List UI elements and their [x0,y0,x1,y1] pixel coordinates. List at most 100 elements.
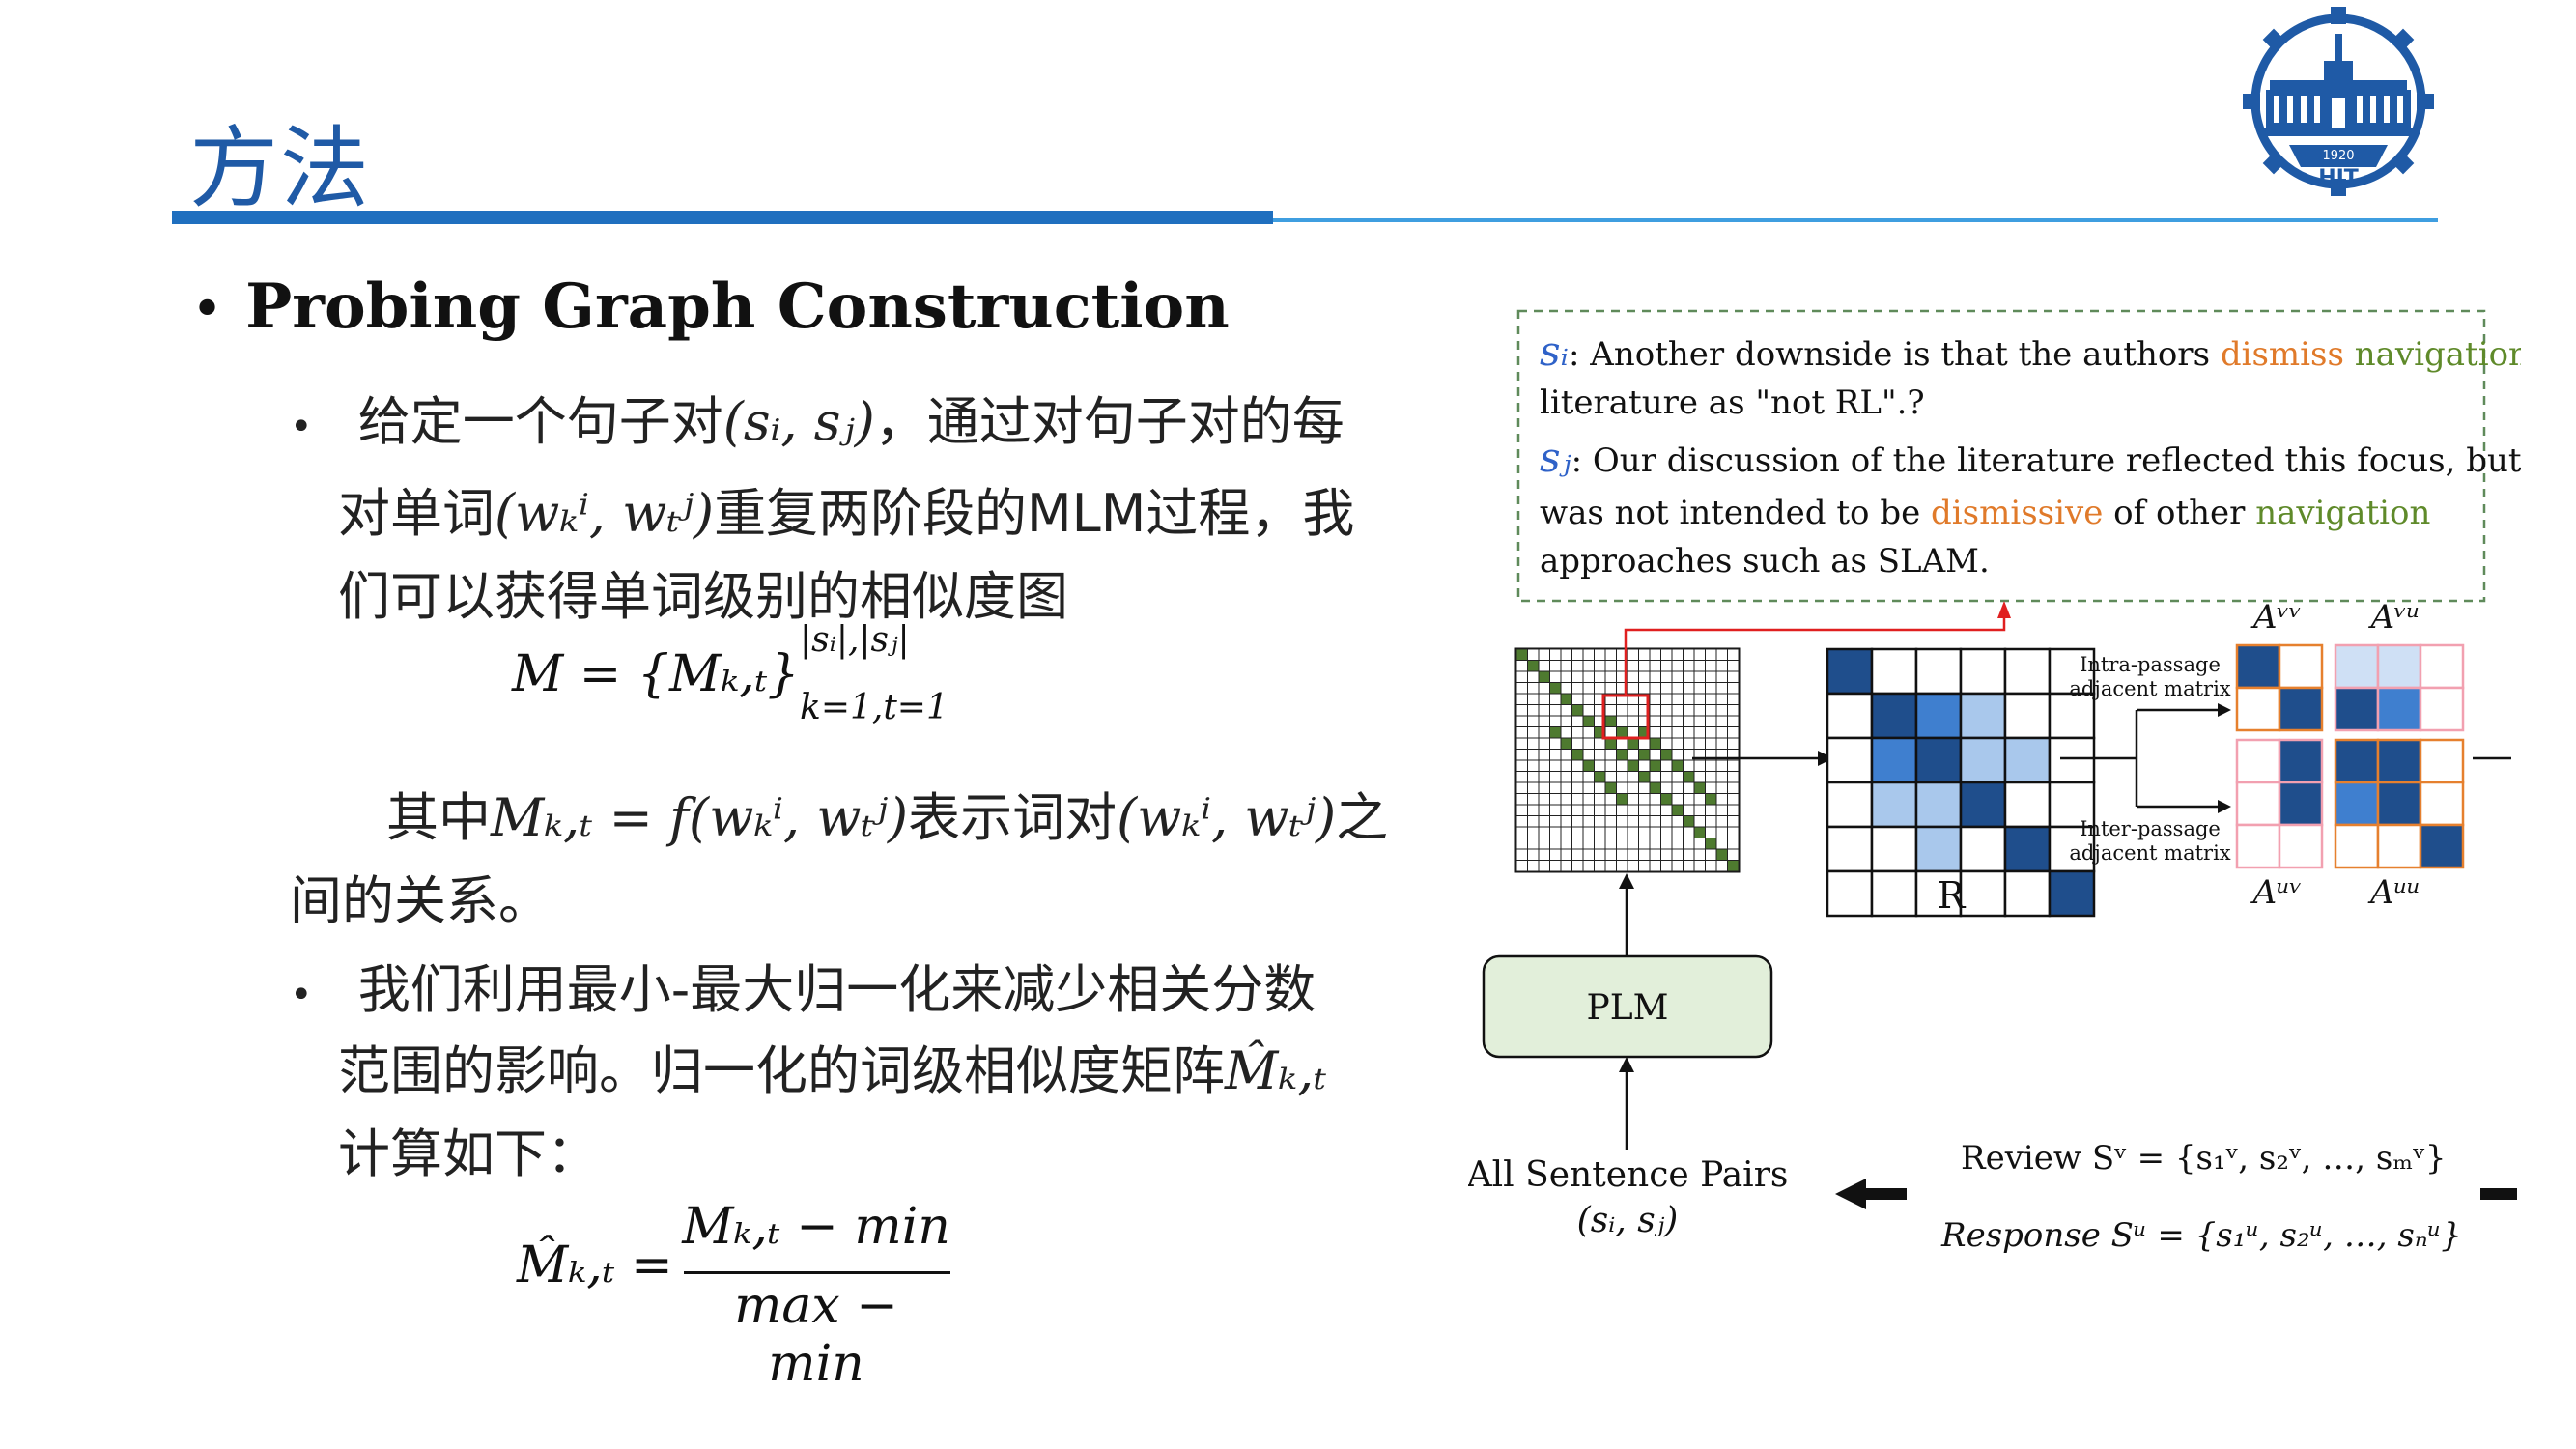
word-grid-cell [1649,693,1661,705]
word-grid-cell [1627,704,1639,717]
word-grid-cell [1671,704,1684,717]
word-grid-cell [1560,826,1572,838]
word-grid-cell [1594,660,1606,672]
word-grid-cell [1715,737,1728,750]
word-grid-cell [1594,670,1606,683]
avv-cell [2278,643,2324,690]
word-grid-cell [1671,682,1684,695]
word-grid-cell [1538,793,1550,806]
word-grid-cell [1527,749,1540,761]
word-grid-cell [1727,726,1740,739]
word-grid-cell [1638,771,1651,783]
word-grid-cell [1649,749,1661,761]
word-grid-cell [1571,826,1584,838]
word-grid-cell [1627,815,1639,828]
word-grid-cell [1616,838,1628,850]
word-grid-cell [1582,715,1595,727]
word-grid-cell [1582,815,1595,828]
word-grid-cell [1515,704,1528,717]
word-grid-cell [1549,771,1562,783]
word-grid-cell [1582,737,1595,750]
word-grid-cell [1660,715,1673,727]
word-grid-cell [1627,793,1639,806]
word-grid-cell [1660,781,1673,794]
word-grid-cell [1638,648,1651,661]
avu-cell [2334,643,2380,690]
word-grid-cell [1604,704,1617,717]
word-grid-cell [1683,704,1695,717]
word-grid-cell [1705,704,1717,717]
page-title: 方法 [189,117,372,220]
svg-text:approaches such as SLAM.: approaches such as SLAM. [1540,542,1990,581]
word-grid-cell [1616,781,1628,794]
word-grid-cell [1582,860,1595,872]
word-grid-cell [1660,682,1673,695]
word-grid-cell [1693,804,1706,816]
word-grid-cell [1515,759,1528,772]
word-grid-cell [1660,804,1673,816]
word-grid-cell [1594,682,1606,695]
word-grid-cell [1527,793,1540,806]
word-grid-cell [1538,726,1550,739]
equation-2-numerator: Mₖ,ₜ − min [682,1198,950,1256]
word-grid-cell [1627,781,1639,794]
word-grid-cell [1660,848,1673,861]
paragraph-1-line-3: 们可以获得单词级别的相似度图 [338,566,1068,627]
word-grid-cell [1683,759,1695,772]
word-grid-cell [1638,804,1651,816]
all-pairs-label: All Sentence Pairs [1468,1155,1788,1195]
word-grid-cell [1693,693,1706,705]
hit-logo: 1920 HIT [2243,7,2434,196]
auu-cell [2334,823,2380,869]
word-grid-cell [1649,648,1661,661]
word-grid-cell [1649,771,1661,783]
word-grid-cell [1683,848,1695,861]
word-grid-cell [1515,771,1528,783]
word-grid-cell [1649,848,1661,861]
word-grid-cell [1627,771,1639,783]
r-matrix-cell [1959,736,2007,784]
word-grid-cell [1671,826,1684,838]
word-grid-cell [1538,804,1550,816]
title-rule-dark [172,211,1273,224]
word-grid-cell [1571,648,1584,661]
word-grid-cell [1649,726,1661,739]
word-grid-cell [1627,715,1639,727]
word-grid-cell [1527,771,1540,783]
word-grid-cell [1693,838,1706,850]
auv-cell [2278,823,2324,869]
word-grid-cell [1571,749,1584,761]
word-grid-cell [1560,781,1572,794]
word-grid-cell [1693,781,1706,794]
word-grid-cell [1571,804,1584,816]
word-grid-cell [1515,726,1528,739]
word-grid-cell [1538,660,1550,672]
logo-year: 1920 [2322,149,2354,163]
word-grid-cell [1693,648,1706,661]
word-grid-cell [1693,793,1706,806]
word-grid-cell [1582,704,1595,717]
word-grid-cell [1715,781,1728,794]
r-matrix [1826,647,2096,918]
word-grid-cell [1538,838,1550,850]
word-grid-cell [1538,715,1550,727]
word-grid-cell [1660,660,1673,672]
word-grid-cell [1538,749,1550,761]
word-grid-cell [1594,848,1606,861]
auu-cell [2376,781,2422,827]
word-grid-cell [1660,759,1673,772]
r-matrix-cell [1870,692,1918,740]
svg-text:Intra-passage: Intra-passage [2080,653,2221,676]
word-grid-cell [1683,715,1695,727]
word-grid-cell [1604,682,1617,695]
word-grid-cell [1638,848,1651,861]
word-grid-cell [1604,815,1617,828]
word-grid-cell [1638,682,1651,695]
word-grid-cell [1683,826,1695,838]
word-grid-cell [1582,848,1595,861]
word-grid-cell [1560,749,1572,761]
word-grid-cell [1604,660,1617,672]
avv-label: Aᵛᵛ [2250,598,2302,637]
word-grid-cell [1715,815,1728,828]
word-grid-cell [1527,781,1540,794]
